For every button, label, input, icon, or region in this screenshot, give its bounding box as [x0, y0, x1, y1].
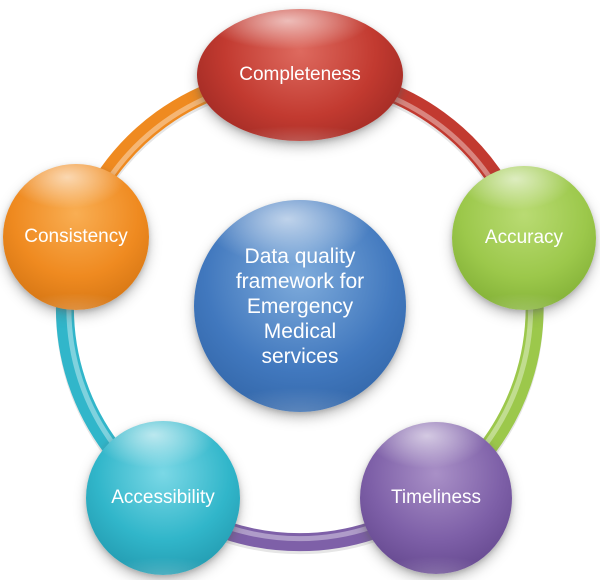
center-line-2: framework for	[235, 269, 365, 293]
center-line-5: services	[261, 344, 339, 368]
center-node: Data quality framework for Emergency Med…	[194, 200, 406, 412]
center-line-1: Data quality	[244, 244, 356, 268]
node-completeness: Completeness	[197, 9, 403, 141]
node-consistency-label: Consistency	[24, 226, 128, 247]
node-accessibility-label: Accessibility	[111, 487, 215, 508]
node-timeliness: Timeliness	[360, 422, 512, 574]
node-accuracy: Accuracy	[452, 166, 596, 310]
node-accuracy-label: Accuracy	[484, 227, 564, 248]
node-completeness-label: Completeness	[239, 64, 361, 85]
center-node-label: Data quality framework for Emergency Med…	[236, 244, 364, 369]
node-timeliness-label: Timeliness	[390, 487, 482, 508]
center-line-4: Medical	[263, 319, 337, 343]
node-consistency: Consistency	[3, 164, 149, 310]
center-line-3: Emergency	[246, 294, 354, 318]
node-accessibility: Accessibility	[86, 421, 240, 575]
